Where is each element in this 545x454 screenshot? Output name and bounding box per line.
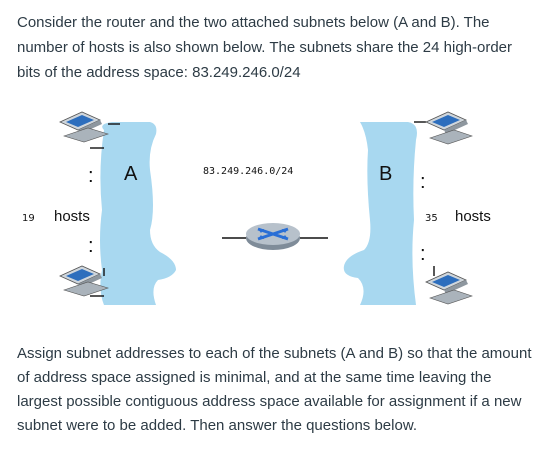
address-prefix-label: 83.249.246.0/24 — [203, 166, 293, 177]
subnet-a-region — [100, 122, 176, 305]
host-ellipsis-a-bottom: : — [88, 235, 94, 257]
computer-icon — [59, 111, 120, 143]
computer-icon — [59, 265, 109, 297]
intro-text: Consider the router and the two attached… — [17, 14, 513, 81]
host-ellipsis-a-top: : — [88, 165, 94, 187]
network-diagram: A B 83.249.246.0/24 19 hosts 35 hosts : … — [22, 111, 491, 305]
subnet-b-hosts-word: hosts — [455, 208, 491, 225]
subnet-b-label: B — [379, 163, 392, 185]
host-ellipsis-b-bottom: : — [420, 243, 426, 265]
subnet-a-hosts-word: hosts — [54, 208, 90, 225]
computer-icon — [414, 111, 473, 145]
instructions-text: Assign subnet addresses to each of the s… — [17, 345, 532, 434]
router-icon — [246, 223, 300, 250]
subnet-b-region — [343, 122, 417, 305]
computer-icon — [425, 266, 473, 305]
host-ellipsis-b-top: : — [420, 171, 426, 193]
subnet-a-host-count: 19 — [22, 213, 35, 224]
subnet-b-host-count: 35 — [425, 213, 438, 224]
subnet-a-label: A — [124, 163, 138, 185]
